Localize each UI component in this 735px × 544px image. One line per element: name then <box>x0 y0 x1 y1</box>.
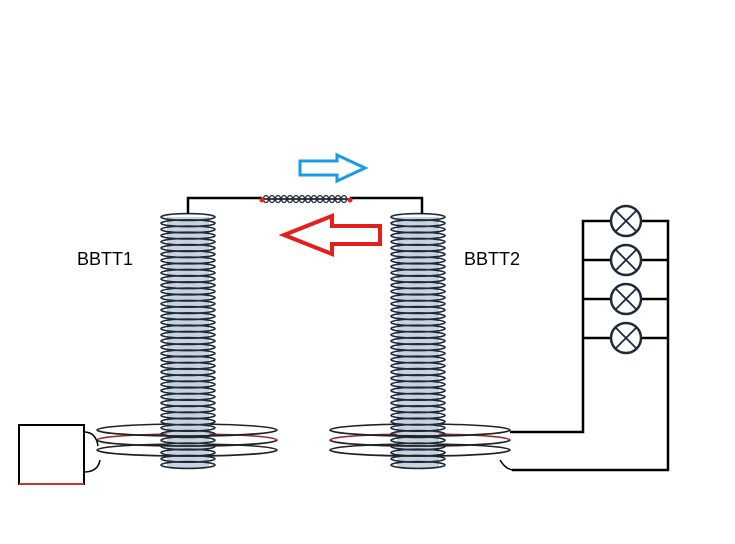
transmission-coil-turn <box>286 194 294 204</box>
left-secondary-coil <box>160 212 216 470</box>
transmission-coil-turn <box>322 194 330 204</box>
transmission-coil-turn <box>274 194 282 204</box>
right-primary-ring <box>329 439 511 447</box>
left-primary-ring <box>96 449 278 457</box>
right-primary-ring <box>329 449 511 457</box>
transmission-coil-turn <box>328 194 336 204</box>
lamp-icon <box>609 204 643 238</box>
left-coil-core <box>167 217 209 468</box>
right-primary-ring <box>329 429 511 437</box>
lamp-bank <box>609 204 643 355</box>
transmission-coil-turn <box>310 194 318 204</box>
transmission-coil-turn <box>298 194 306 204</box>
left-primary-ring <box>96 439 278 447</box>
left-primary-coil-front <box>96 429 278 457</box>
right-primary-coil-front <box>329 429 511 457</box>
right-coil-label: BBTT2 <box>464 249 520 269</box>
top-connection-wire <box>186 194 424 214</box>
lamp-icon <box>609 282 643 316</box>
transmission-coil-turn <box>304 194 312 204</box>
arrow-left-icon <box>278 213 382 257</box>
right-coil-turn <box>390 460 446 470</box>
transmission-coil-turn <box>340 194 348 204</box>
output-lead-curve <box>499 459 515 471</box>
right-coil-core <box>397 217 439 468</box>
transmission-coil <box>262 194 350 204</box>
lamp-icon <box>609 321 643 355</box>
power-source <box>18 424 85 485</box>
left-coil-turn <box>160 460 216 470</box>
transmission-coil-turn <box>292 194 300 204</box>
output-wires <box>510 219 670 472</box>
transmission-coil-turn <box>316 194 324 204</box>
transmission-coil-turn <box>268 194 276 204</box>
transmission-coil-turn <box>280 194 288 204</box>
right-secondary-coil <box>390 212 446 470</box>
left-coil-label: BBTT1 <box>77 249 133 269</box>
source-leads <box>83 431 101 473</box>
left-primary-ring <box>96 429 278 437</box>
arrow-right-icon <box>298 152 369 184</box>
lamp-icon <box>609 243 643 277</box>
transmission-coil-turn <box>334 194 342 204</box>
